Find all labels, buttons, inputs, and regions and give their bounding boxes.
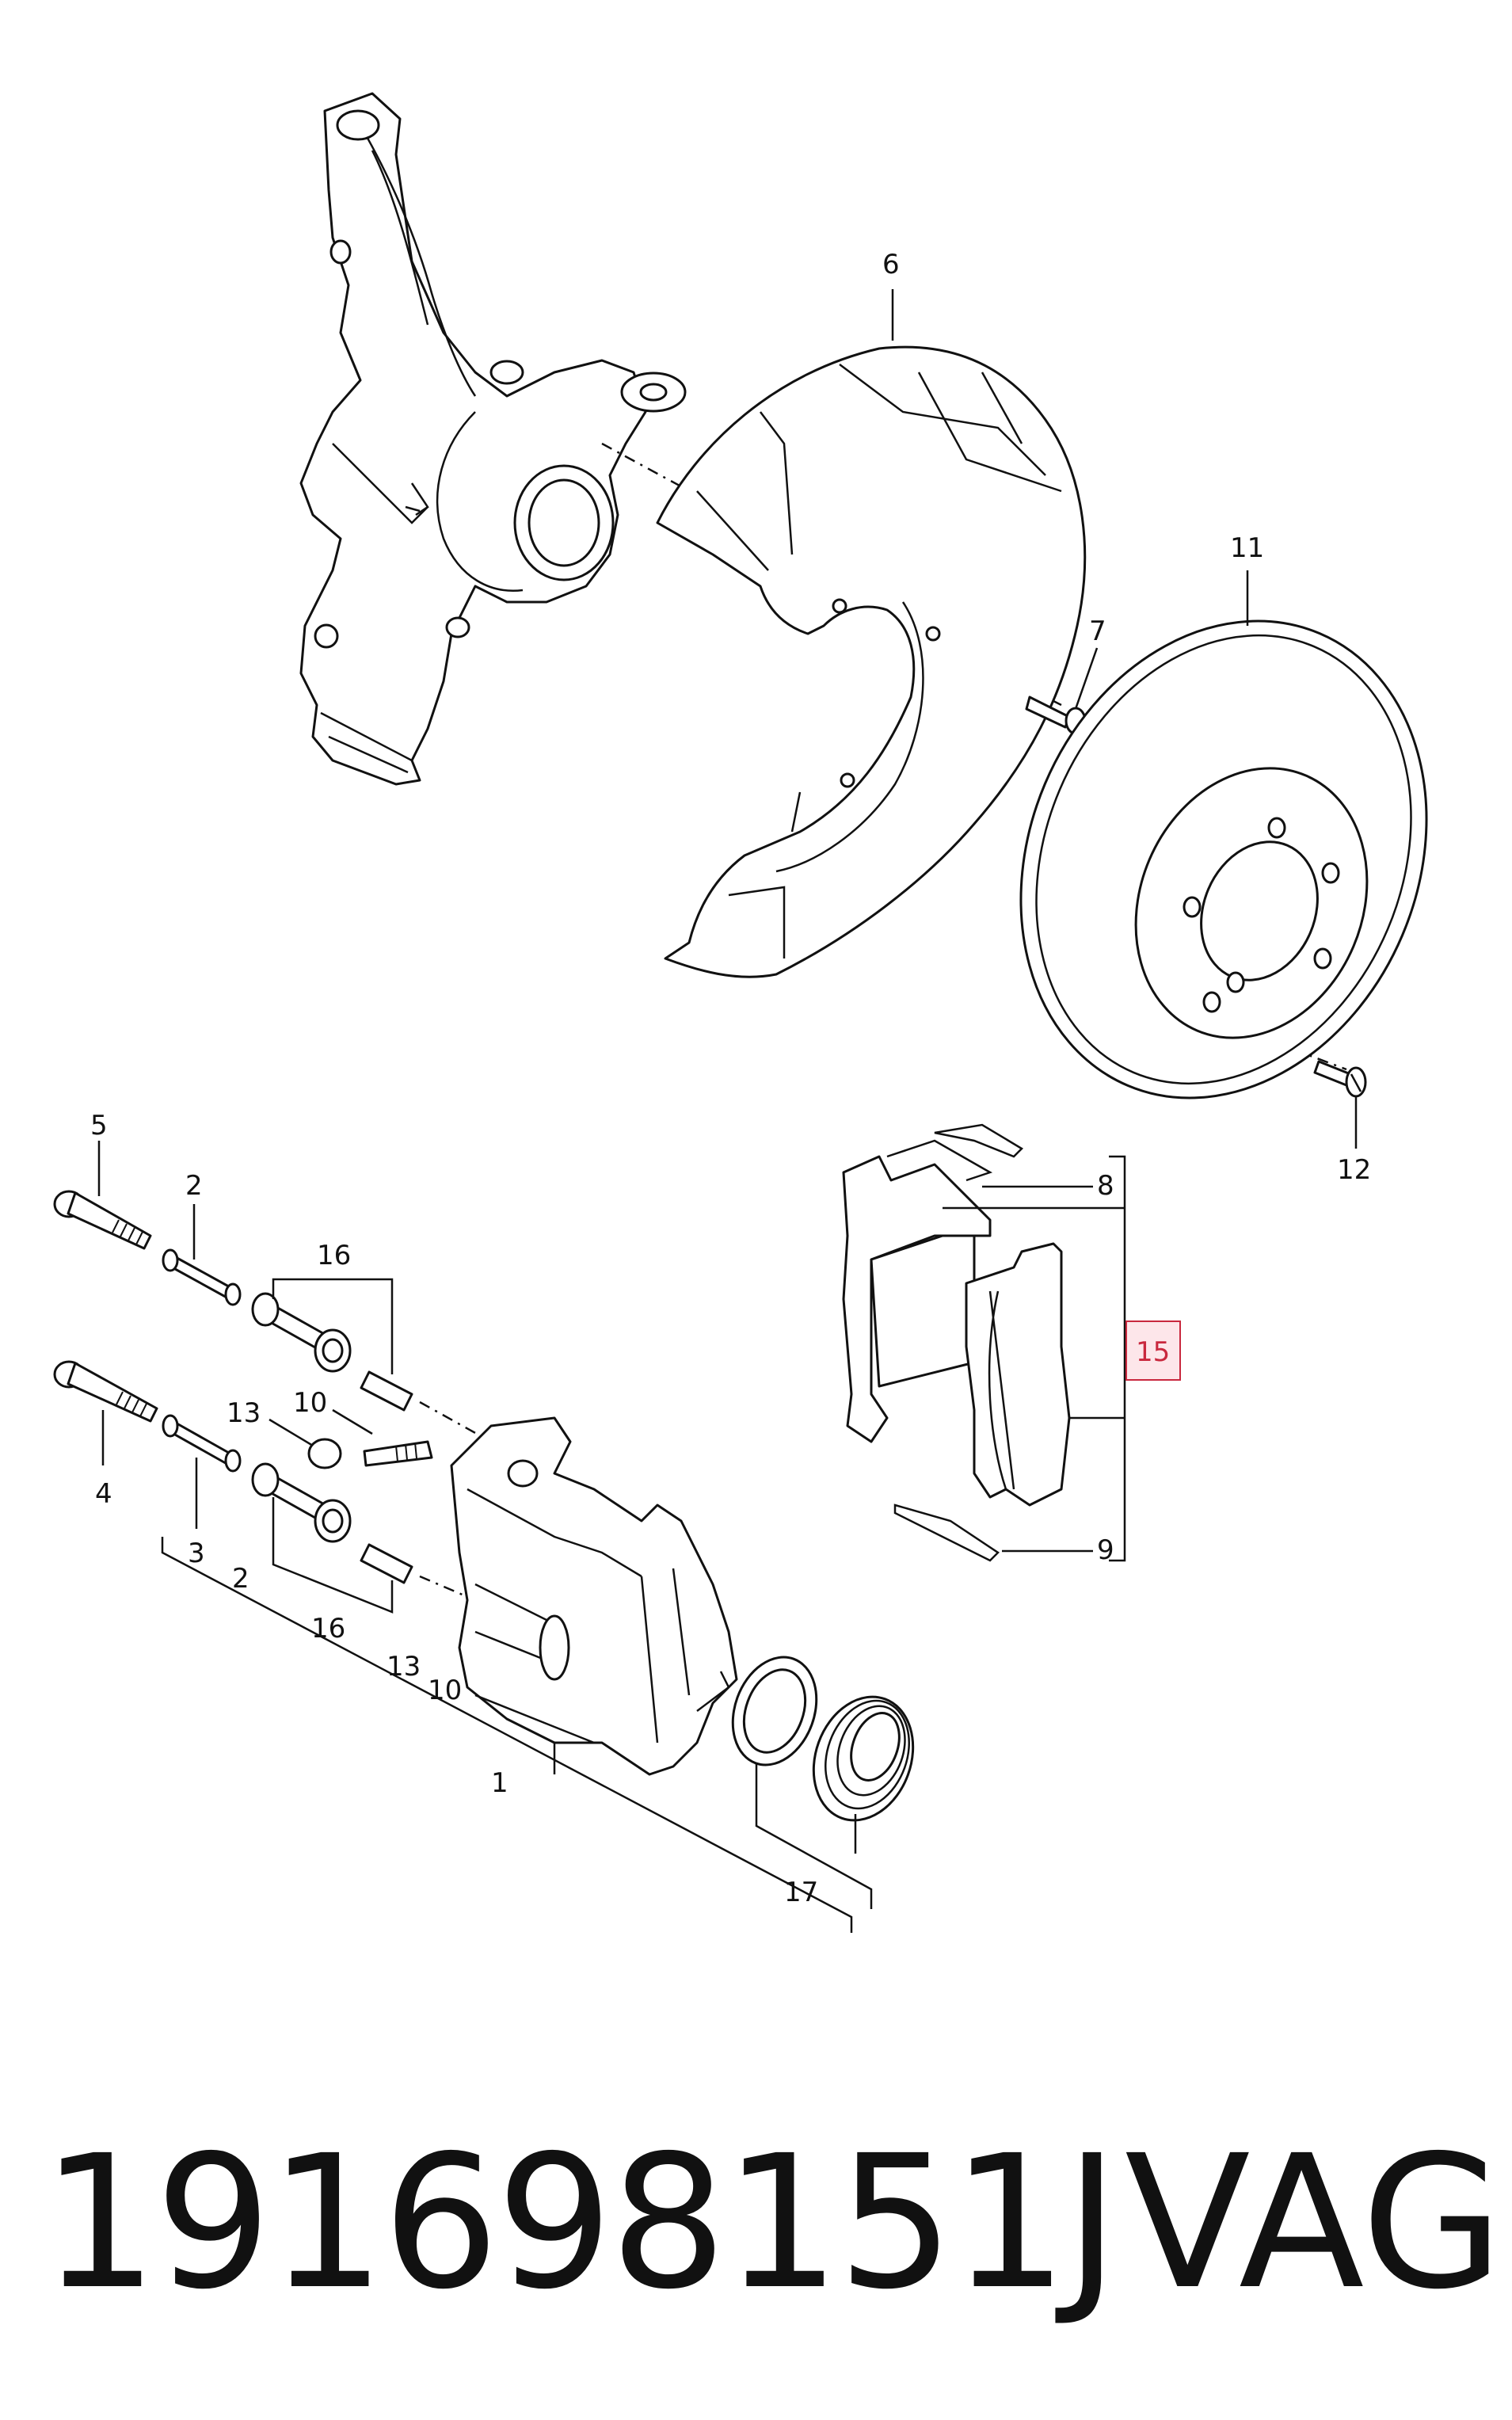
- bolt-12: [1313, 1060, 1367, 1098]
- leader-10a: [332, 1408, 373, 1435]
- brake-disc: [1019, 619, 1428, 1099]
- callout-1: 1: [491, 1767, 508, 1799]
- bracket-16a: [272, 1278, 394, 1374]
- bracket-16b: [272, 1497, 394, 1614]
- part-number: 191698151J: [41, 2116, 1119, 2330]
- dust-boot-17: [812, 1695, 915, 1822]
- callout-7: 7: [1089, 615, 1106, 647]
- callout-4: 4: [95, 1478, 112, 1510]
- callout-10b: 10: [428, 1675, 462, 1706]
- callout-5: 5: [90, 1110, 108, 1141]
- callout-10a: 10: [293, 1387, 327, 1419]
- callout-15: 15: [1136, 1336, 1170, 1368]
- highlight-box-15: [1125, 1321, 1181, 1381]
- callout-3: 3: [188, 1538, 205, 1569]
- axis-line-caliper-lower: [419, 1575, 476, 1602]
- caliper-housing: [450, 1416, 738, 1776]
- brand-name: VAG: [1125, 2116, 1504, 2330]
- leader-13a: [269, 1418, 314, 1447]
- callout-9: 9: [1097, 1534, 1114, 1566]
- bleed-screw-10: [363, 1440, 433, 1467]
- callout-16a: 16: [317, 1240, 351, 1271]
- guide-bush-16-upper: [251, 1292, 413, 1412]
- brake-assembly-diagram: 6 7 11 12 8 9 15 5 2 16 13 10 4 3 2 16 1…: [53, 92, 1428, 1933]
- brake-pads: [842, 1123, 1071, 1562]
- callout-2b: 2: [232, 1563, 249, 1595]
- bolt-4: [53, 1360, 158, 1423]
- bracket-15: [943, 1155, 1126, 1562]
- guide-sleeve-2-upper: [162, 1248, 242, 1306]
- leader-7: [1074, 647, 1099, 710]
- callout-16b: 16: [311, 1613, 345, 1644]
- seal-ring-17: [731, 1656, 818, 1766]
- bracket-1: [161, 1537, 853, 1933]
- callout-2a: 2: [185, 1170, 203, 1202]
- guide-bush-16-lower: [251, 1462, 413, 1584]
- steering-knuckle: [299, 92, 687, 786]
- bolt-5: [53, 1190, 152, 1250]
- axis-line-bolt12: [1219, 1020, 1347, 1071]
- dust-cap-13: [307, 1438, 342, 1469]
- guide-sleeve-2-lower: [162, 1414, 242, 1473]
- bracket-17: [755, 1763, 873, 1909]
- callout-13a: 13: [227, 1397, 261, 1429]
- callout-11: 11: [1230, 532, 1264, 564]
- callout-13b: 13: [387, 1651, 421, 1683]
- callout-12: 12: [1337, 1154, 1371, 1186]
- callout-6: 6: [882, 249, 900, 280]
- callout-17: 17: [784, 1877, 818, 1908]
- callout-8: 8: [1097, 1170, 1114, 1202]
- splash-shield: [656, 345, 1087, 978]
